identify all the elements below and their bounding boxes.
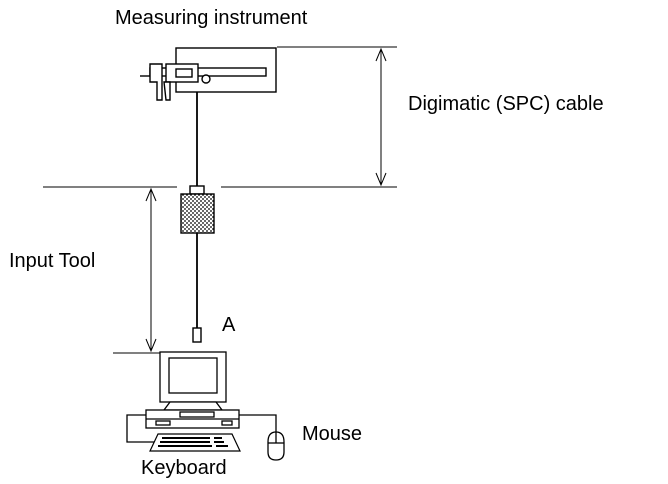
connector-a — [192, 327, 202, 343]
mouse-label: Mouse — [302, 423, 363, 445]
keyboard-label: Keyboard — [141, 457, 227, 479]
input-tool-dimension — [43, 186, 177, 354]
mouse-icon — [267, 431, 285, 461]
input-tool-label: Input Tool — [9, 250, 96, 272]
digimatic-cable-dimension — [221, 46, 397, 188]
caliper-icon — [140, 47, 277, 101]
connector-a-label: A — [222, 314, 236, 336]
digimatic-cable-label: Digimatic (SPC) cable — [408, 93, 604, 115]
keyboard-icon — [149, 433, 241, 452]
peripheral-cables — [126, 414, 277, 443]
computer-icon — [145, 351, 240, 429]
measuring-instrument-label: Measuring instrument — [115, 7, 308, 29]
input-tool — [180, 185, 215, 234]
